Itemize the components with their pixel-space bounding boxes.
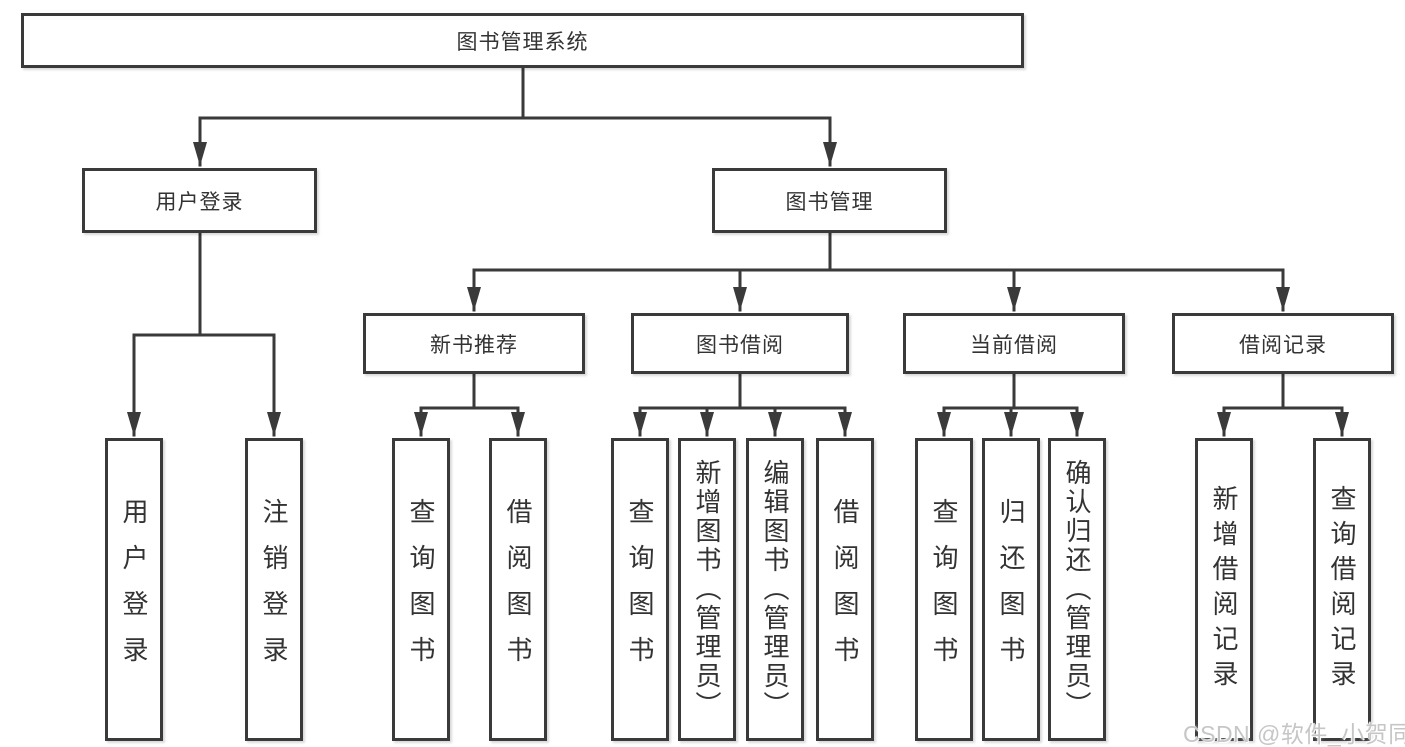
leaf-add-books-admin: 新增图书（管理员） [678, 438, 736, 741]
leaf-label: 归还图书 [996, 497, 1026, 682]
leaf-label: 查询图书 [929, 497, 959, 682]
branch-user-login: 用户登录 [82, 168, 317, 233]
leaf-borrow-books-1: 借阅图书 [489, 438, 547, 741]
edge-user-login-split [132, 231, 276, 337]
leaf-label: 查询图书 [625, 497, 655, 682]
csdn-watermark: CSDN @软件_小贺同学 [1183, 721, 1405, 747]
edge-book-borrow-split [638, 372, 847, 410]
group-borrowing-records: 借阅记录 [1172, 313, 1394, 374]
leaf-label: 确认归还（管理员） [1062, 459, 1092, 720]
leaf-logout: 注销登录 [245, 438, 303, 741]
leaf-label: 查询借阅记录 [1327, 484, 1357, 695]
leaf-user-login: 用户登录 [105, 438, 163, 741]
leaf-query-books-1: 查询图书 [392, 438, 450, 741]
leaf-return-books: 归还图书 [982, 438, 1040, 741]
leaf-query-borrow-record: 查询借阅记录 [1313, 438, 1371, 741]
leaf-label: 借阅图书 [830, 497, 860, 682]
group-current-borrowing: 当前借阅 [903, 313, 1125, 374]
leaf-label: 查询图书 [406, 497, 436, 682]
edge-borrow-record-split [1222, 372, 1344, 410]
leaf-label: 注销登录 [259, 497, 289, 682]
branch-book-management: 图书管理 [712, 168, 947, 233]
leaf-borrow-books-2: 借阅图书 [816, 438, 874, 741]
leaf-query-books-3: 查询图书 [915, 438, 973, 741]
edge-current-borrow-split [942, 372, 1079, 410]
edge-root-split [198, 66, 832, 120]
leaf-confirm-return-admin: 确认归还（管理员） [1048, 438, 1106, 741]
group-book-borrowing: 图书借阅 [631, 313, 849, 374]
leaf-label: 编辑图书（管理员） [760, 459, 790, 720]
leaf-edit-books-admin: 编辑图书（管理员） [746, 438, 804, 741]
leaf-query-books-2: 查询图书 [611, 438, 669, 741]
leaf-label: 用户登录 [119, 497, 149, 682]
edge-book-mgmt-split [472, 231, 1285, 272]
edge-new-book-split [419, 372, 520, 410]
leaf-label: 借阅图书 [503, 497, 533, 682]
leaf-label: 新增借阅记录 [1209, 484, 1239, 695]
leaf-label: 新增图书（管理员） [692, 459, 722, 720]
leaf-add-borrow-record: 新增借阅记录 [1195, 438, 1253, 741]
group-new-book-recommendation: 新书推荐 [363, 313, 585, 374]
root-node-library-system: 图书管理系统 [21, 13, 1024, 68]
